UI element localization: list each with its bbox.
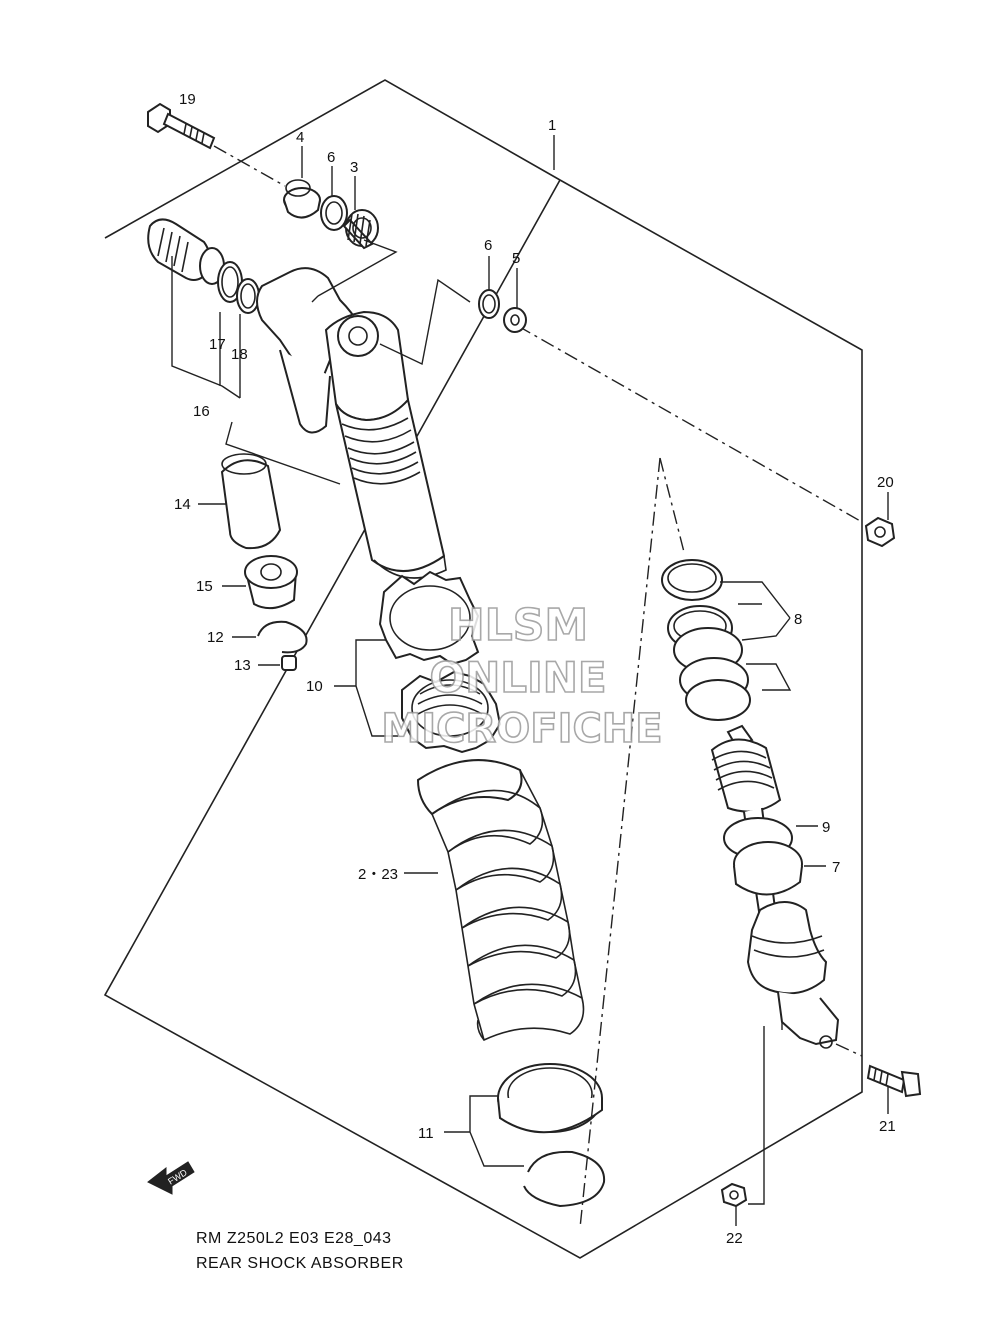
callout-3: 3 (350, 159, 358, 176)
bolt-19 (147, 102, 216, 150)
watermark-line-2: ONLINE (429, 653, 606, 702)
adjuster-knob (147, 218, 225, 285)
spring-nut-10-lower (401, 670, 502, 754)
callout-10: 10 (306, 678, 323, 695)
leader-11 (444, 1095, 524, 1167)
leader-8 (720, 581, 792, 691)
callout-2-23: 2・23 (358, 866, 398, 883)
collar-4 (283, 179, 321, 219)
callout-7: 7 (832, 859, 840, 876)
leader-17-18 (171, 256, 241, 399)
caption-title: REAR SHOCK ABSORBER (196, 1255, 404, 1272)
callout-8: 8 (794, 611, 802, 628)
callout-20: 20 (877, 474, 894, 491)
watermark-line-3: MICROFICHE (381, 706, 662, 752)
circlip-11 (523, 1150, 606, 1208)
o-ring-17 (217, 261, 243, 303)
lower-clevis (746, 901, 840, 1049)
callout-19: 19 (179, 91, 196, 108)
callout-4: 4 (296, 129, 304, 146)
washer-5 (503, 307, 527, 333)
leader-22-a (748, 1026, 765, 1205)
bearing-3 (342, 209, 379, 250)
bolt-21 (866, 1064, 922, 1098)
callout-22: 22 (726, 1230, 743, 1247)
ring-stack-8 (661, 559, 751, 721)
watermark-line-1: HLSM (448, 600, 588, 651)
leader-16 (225, 421, 341, 485)
callout-18: 18 (231, 346, 248, 363)
callout-16: 16 (193, 403, 210, 420)
callout-5: 5 (512, 250, 520, 267)
assembly-frame (103, 79, 863, 1259)
axis-line-21 (835, 1043, 863, 1057)
spring-2-23 (416, 759, 585, 1041)
spring-seat-7 (733, 841, 803, 896)
callout-14: 14 (174, 496, 191, 513)
caption-model: RM Z250L2 E03 E28_043 (196, 1230, 392, 1247)
axis-line-shaft-2 (659, 457, 685, 553)
circlip-12 (257, 620, 308, 654)
o-ring-18 (236, 278, 260, 314)
valve-13 (281, 655, 297, 671)
callout-13: 13 (234, 657, 251, 674)
spring-seat-11 (497, 1063, 603, 1134)
nut-20 (864, 516, 896, 548)
axis-line-20 (517, 325, 863, 523)
nut-22 (720, 1182, 748, 1208)
bladder-14 (220, 453, 282, 550)
reservoir-cap-15 (244, 555, 298, 610)
callout-21: 21 (879, 1118, 896, 1135)
callout-6-lower: 6 (484, 237, 492, 254)
callout-6-upper: 6 (327, 149, 335, 166)
shock-body (256, 267, 447, 579)
leader-10 (334, 639, 398, 737)
seal-6-upper (320, 195, 348, 231)
spring-nut-10-upper (378, 570, 480, 666)
callout-9: 9 (822, 819, 830, 836)
leader-eye (379, 278, 471, 366)
forward-arrow-icon: FWD (147, 1161, 195, 1195)
leader-upper-cap (311, 239, 398, 303)
axis-line-19 (213, 145, 286, 187)
callout-11: 11 (418, 1125, 434, 1142)
callout-15: 15 (196, 578, 213, 595)
callout-12: 12 (207, 629, 224, 646)
seal-6-lower (478, 289, 500, 319)
callout-17: 17 (209, 336, 226, 353)
callout-1: 1 (548, 117, 556, 134)
axis-line-shaft (579, 457, 661, 1229)
